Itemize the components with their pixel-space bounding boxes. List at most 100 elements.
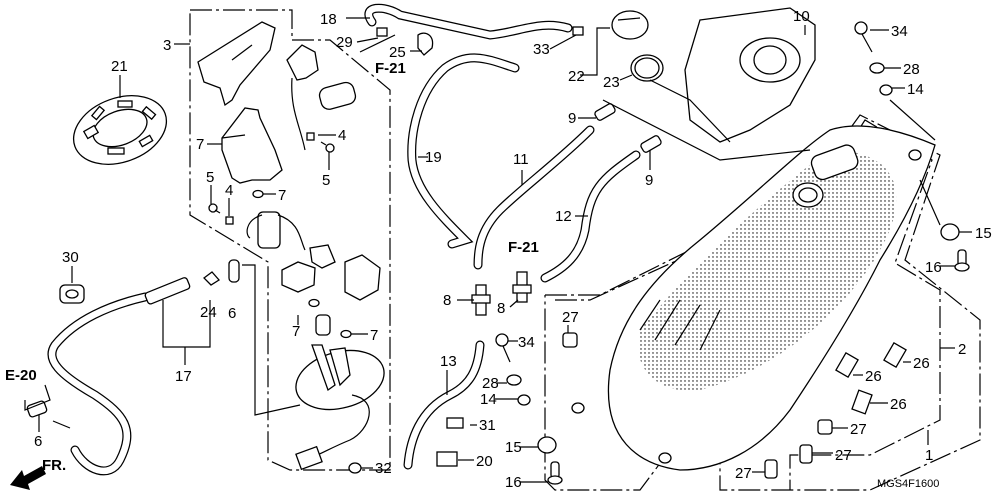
part-34-bolt-b <box>495 333 511 363</box>
callout-c8a: 8 <box>443 292 451 309</box>
callout-c16a: 16 <box>925 259 942 276</box>
callout-c14b: 14 <box>480 391 497 408</box>
callout-c19: 19 <box>425 149 442 166</box>
part-13-hose <box>403 340 485 470</box>
callout-c23: 23 <box>603 74 620 91</box>
part-20-clamp <box>436 451 458 467</box>
part-30-hose-clamp <box>59 284 85 304</box>
part-16-collar-b <box>547 461 563 485</box>
callout-c10: 10 <box>793 8 810 25</box>
callout-c26c: 26 <box>890 396 907 413</box>
callout-c31: 31 <box>479 417 496 434</box>
callout-c22: 22 <box>568 68 585 85</box>
callout-c26a: 26 <box>913 355 930 372</box>
part-14-grommet-a <box>879 84 893 96</box>
callout-c34a: 34 <box>891 23 908 40</box>
callout-c7a: 7 <box>196 136 204 153</box>
part-17-fuel-feed-hose <box>47 277 191 476</box>
callout-c5b: 5 <box>206 169 214 186</box>
callout-c24: 24 <box>200 304 217 321</box>
callout-c27a: 27 <box>562 309 579 326</box>
fuel-pump-assembly-outline <box>189 9 391 471</box>
part-27-clip-d <box>764 459 778 479</box>
callout-c32: 32 <box>375 460 392 477</box>
part-26-cushion-c <box>851 389 873 415</box>
part-33-clip <box>572 26 584 36</box>
part-7-o-ring-a <box>252 189 264 199</box>
callout-c14a: 14 <box>907 81 924 98</box>
part-pump-base-plate <box>295 344 385 471</box>
part-12-hose <box>540 150 641 283</box>
part-26-cushion-a <box>883 341 907 369</box>
callout-c4a: 4 <box>338 127 346 144</box>
part-19-drain-hose <box>407 53 520 249</box>
callout-c27c: 27 <box>835 447 852 464</box>
part-pressure-valve <box>315 314 331 336</box>
part-25-clamp <box>417 32 434 56</box>
diagram-code: MGS4F1600 <box>877 478 939 490</box>
part-32-grommet <box>348 462 362 474</box>
callout-c28a: 28 <box>903 61 920 78</box>
callout-c1: 1 <box>925 447 933 464</box>
part-5-bolt-b <box>208 203 221 214</box>
part-regulator-a <box>281 244 336 293</box>
reference-r2: F-21 <box>508 239 539 256</box>
part-9-joint-b <box>640 135 662 153</box>
leader-lines <box>24 17 972 483</box>
callout-c25: 25 <box>389 44 406 61</box>
part-7-o-ring-b <box>308 298 320 308</box>
callout-c6b: 6 <box>34 433 42 450</box>
callout-c9a: 9 <box>568 110 576 127</box>
part-23-packing-ring <box>630 54 664 82</box>
callout-c27d: 27 <box>735 465 752 482</box>
callout-c4b: 4 <box>225 182 233 199</box>
part-27-clip-a <box>562 332 578 348</box>
part-28-washer-b <box>506 374 522 386</box>
part-34-bolt-a <box>854 21 873 53</box>
callout-c16b: 16 <box>505 474 522 491</box>
part-16-collar-a <box>954 249 970 272</box>
part-5-bolt-a <box>320 141 335 153</box>
reference-r1: F-21 <box>375 60 406 77</box>
callout-c26b: 26 <box>865 368 882 385</box>
part-31-clip <box>446 417 464 429</box>
part-15-cushion-b <box>537 436 557 454</box>
callout-c11: 11 <box>513 151 529 168</box>
part-24-clip <box>203 271 220 286</box>
part-7-fuel-filter <box>221 107 283 184</box>
part-27-clip-b <box>817 419 833 435</box>
callout-c28b: 28 <box>482 375 499 392</box>
callout-c7c: 7 <box>292 323 300 340</box>
callout-c7b: 7 <box>278 187 286 204</box>
part-15-cushion-a <box>940 223 960 241</box>
part-28-washer-a <box>869 62 885 74</box>
part-4-clip-b <box>225 216 234 225</box>
part-26-cushion-b <box>835 351 859 379</box>
callout-c20: 20 <box>476 453 493 470</box>
part-4-clip-a <box>306 132 315 141</box>
callout-c33: 33 <box>533 41 550 58</box>
part-6-retainer-b <box>26 400 48 418</box>
callout-c18: 18 <box>320 11 337 28</box>
callout-c15b: 15 <box>505 439 522 456</box>
part-sender-unit <box>286 44 357 151</box>
callout-c8b: 8 <box>497 300 505 317</box>
callout-c27b: 27 <box>850 421 867 438</box>
reference-r3: E-20 <box>5 367 37 384</box>
callout-c9b: 9 <box>645 172 653 189</box>
callout-c6a: 6 <box>228 305 236 322</box>
callout-c15a: 15 <box>975 225 992 242</box>
part-7-o-ring-c <box>340 329 352 339</box>
part-29-clip <box>376 27 388 37</box>
part-14-grommet-b <box>517 394 531 406</box>
fuel-tank-body <box>571 125 936 471</box>
part-6-retainer-a <box>228 259 240 283</box>
callout-c21: 21 <box>111 58 128 75</box>
callout-c17: 17 <box>175 368 192 385</box>
part-regulator-cover <box>344 254 381 301</box>
callout-c29: 29 <box>336 34 353 51</box>
reference-labels: F-21F-21E-20 <box>5 60 539 384</box>
callout-c13: 13 <box>440 353 457 370</box>
part-21-set-plate <box>72 95 168 165</box>
